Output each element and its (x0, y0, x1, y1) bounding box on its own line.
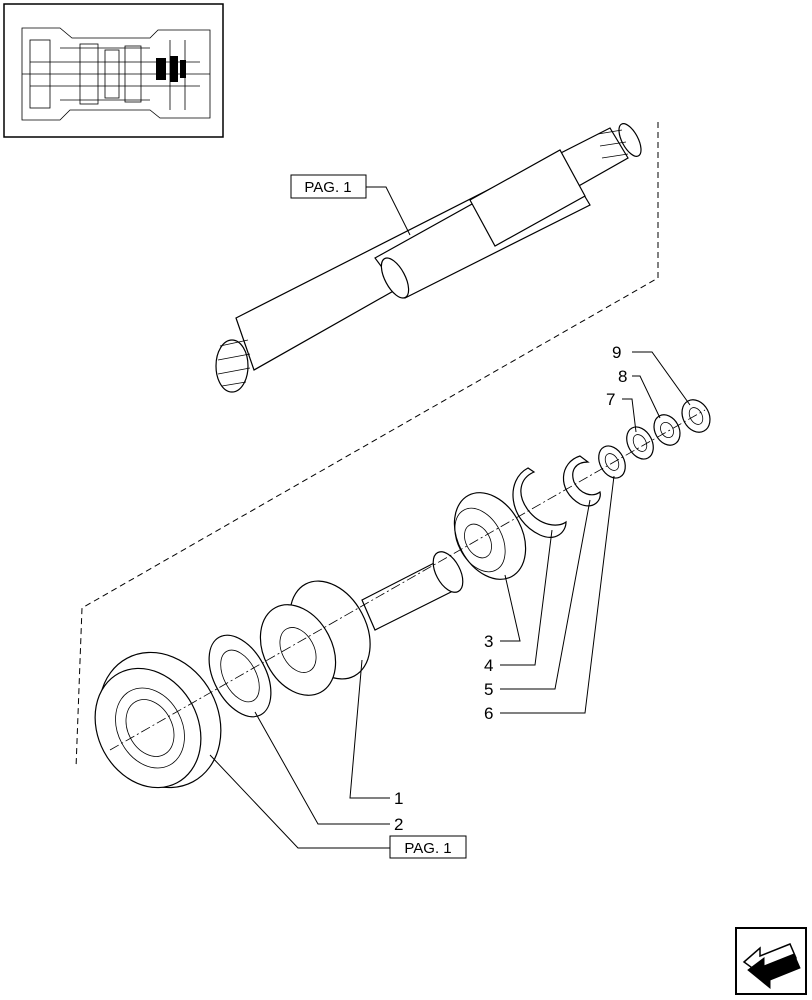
transmission-section-thumbnail[interactable] (3, 3, 224, 138)
callout-2[interactable]: 2 (394, 815, 403, 834)
shim (653, 414, 681, 446)
callout-5[interactable]: 5 (484, 680, 493, 699)
shaft-reference-label: PAG. 1 (304, 179, 351, 196)
next-page-arrow-icon[interactable] (735, 927, 807, 995)
callout-4[interactable]: 4 (484, 656, 493, 675)
gear-reference-label: PAG. 1 (404, 840, 451, 857)
shaft-page-reference[interactable]: PAG. 1 (290, 174, 367, 199)
gear-page-reference[interactable]: PAG. 1 (389, 835, 467, 859)
callout-8[interactable]: 8 (618, 367, 627, 386)
end-ring (681, 399, 711, 433)
snap-ring (562, 455, 601, 507)
callout-6[interactable]: 6 (484, 704, 493, 723)
double-gear (259, 551, 464, 696)
retaining-ring (598, 445, 626, 479)
callout-3[interactable]: 3 (484, 632, 493, 651)
callout-7[interactable]: 7 (606, 390, 615, 409)
callout-1[interactable]: 1 (394, 789, 403, 808)
leader-lines (209, 351, 691, 849)
callout-9[interactable]: 9 (612, 343, 621, 362)
assembly-axis (109, 409, 706, 751)
washer (626, 426, 654, 460)
ball-bearing (453, 492, 527, 580)
circlip (512, 467, 567, 538)
shaft-leader-line (366, 186, 411, 236)
main-shaft (215, 123, 642, 393)
